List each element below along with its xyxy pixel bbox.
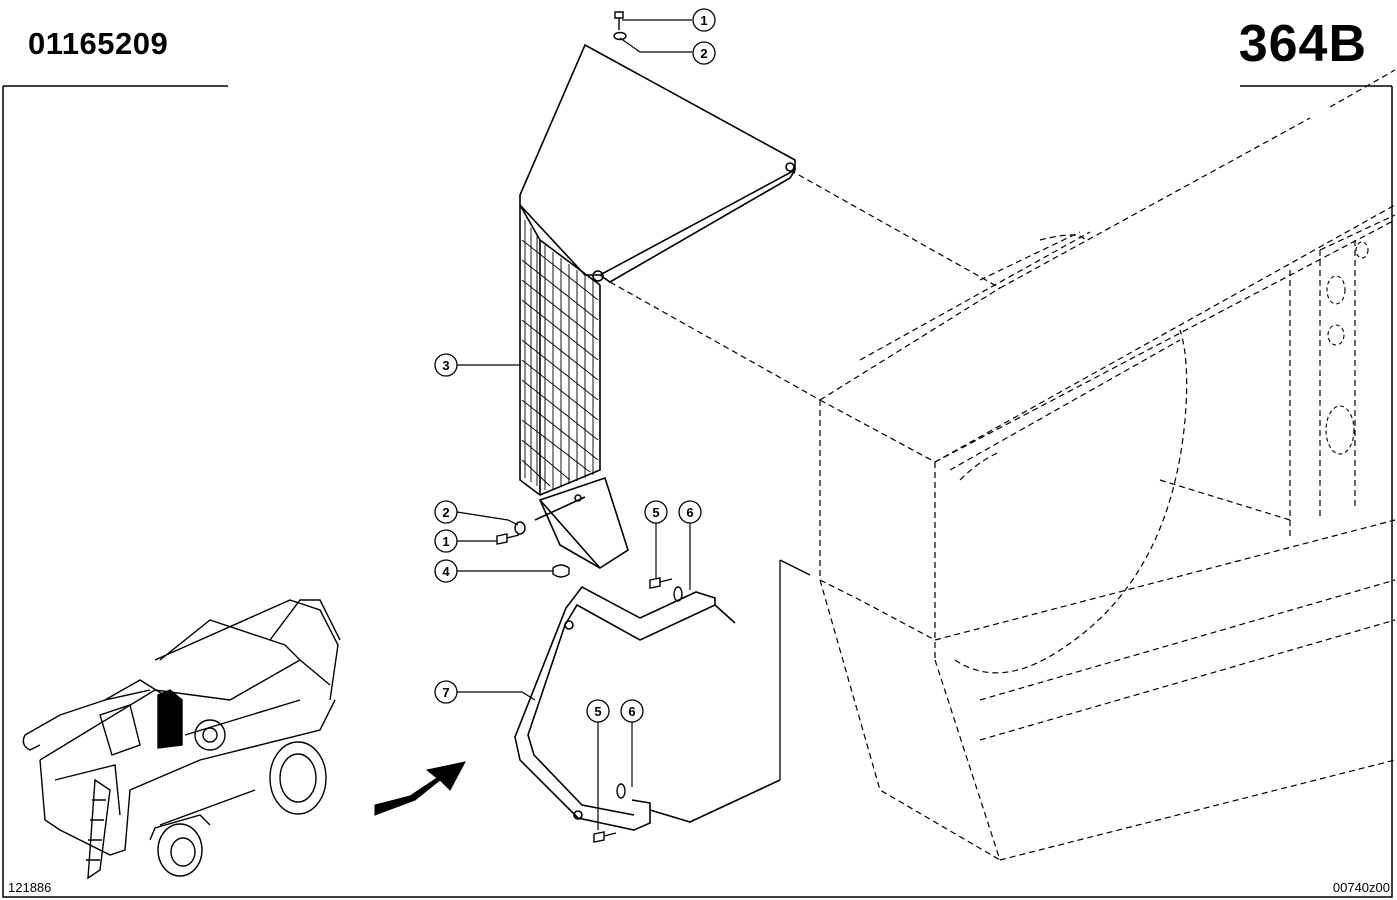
direction-arrow	[374, 761, 466, 816]
callout-label: 2	[700, 46, 707, 61]
callout-2-top: 2	[692, 41, 716, 65]
callout-label: 5	[594, 704, 601, 719]
callout-6-lower: 6	[620, 699, 644, 723]
callout-label: 4	[442, 564, 450, 579]
part-number: 01165209	[28, 26, 169, 61]
tube-frame-part	[514, 585, 781, 831]
combine-harvester-thumbnail	[22, 599, 341, 880]
figure-code-right: 00740z00	[1332, 880, 1390, 895]
callouts: 1 2 3 2 1 4 5 6 7 5 6	[434, 8, 716, 723]
callout-leaders	[456, 19, 692, 830]
callout-1-top: 1	[692, 8, 716, 32]
screen-hood-part	[519, 43, 796, 496]
figure-code-left: 121886	[8, 880, 52, 895]
callout-label: 5	[652, 505, 659, 520]
callout-label: 7	[442, 685, 449, 700]
callout-label: 6	[686, 505, 693, 520]
callout-2-lower: 2	[434, 500, 458, 524]
machine-body-holes	[1325, 241, 1369, 455]
callout-5-lower: 5	[586, 699, 610, 723]
callout-3: 3	[434, 353, 458, 377]
callout-6-upper: 6	[678, 500, 702, 524]
page-code: 364B	[1238, 15, 1367, 73]
bracket-plate	[534, 476, 629, 570]
side-panel	[779, 559, 811, 780]
callout-5-upper: 5	[644, 500, 668, 524]
callout-label: 1	[442, 534, 449, 549]
callout-label: 2	[442, 505, 449, 520]
callout-4: 4	[434, 559, 458, 583]
screen-mesh	[521, 220, 599, 490]
machine-body-dashed	[609, 69, 1396, 861]
callout-label: 6	[628, 704, 635, 719]
callout-label: 1	[700, 13, 707, 28]
callout-label: 3	[442, 358, 449, 373]
callout-1-lower: 1	[434, 529, 458, 553]
callout-7: 7	[434, 680, 458, 704]
